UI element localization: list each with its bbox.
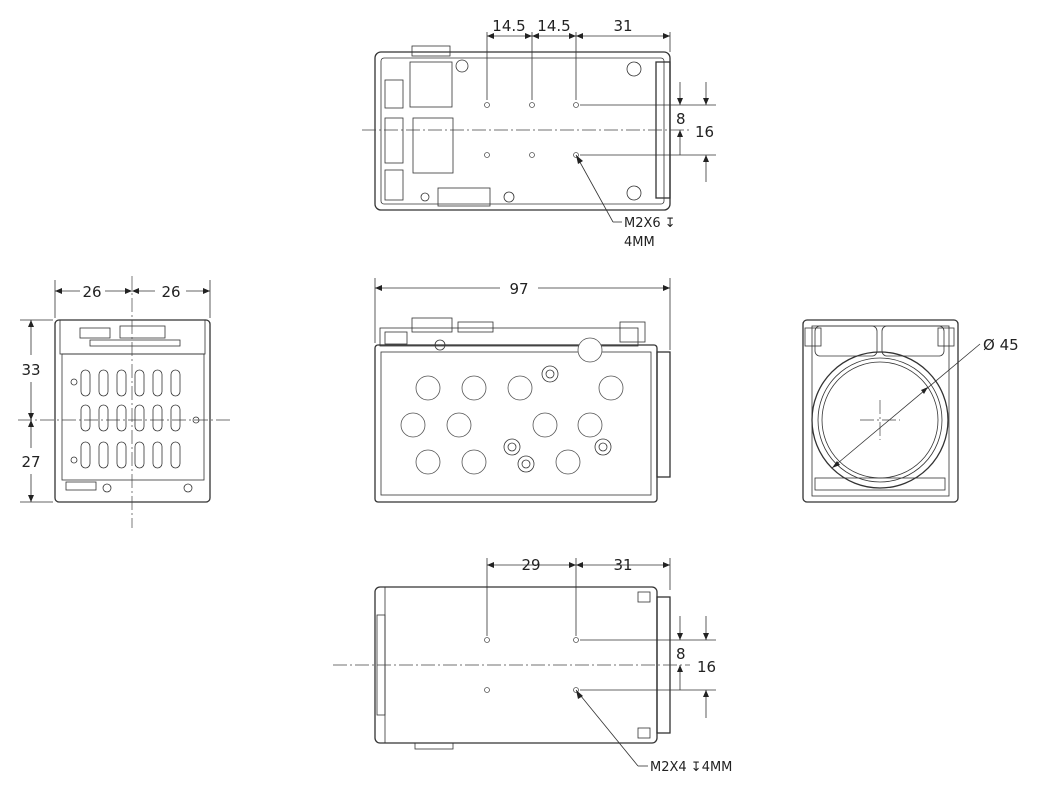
lens-inner-ring — [817, 357, 943, 483]
bottom-mount-hole — [573, 637, 579, 643]
side-holes — [400, 337, 624, 475]
top-pitch-b-label: 14.5 — [537, 17, 570, 35]
mount-hole — [484, 102, 490, 108]
top-half-row-label: 8 — [676, 110, 686, 128]
mount-hole — [529, 102, 535, 108]
lens-diameter-label: Ø 45 — [983, 336, 1019, 354]
front-right-half-label: 26 — [161, 283, 180, 301]
mount-hole — [529, 152, 535, 158]
side-length-label: 97 — [509, 280, 528, 298]
bottom-mount-hole — [484, 687, 490, 693]
front-view: 26 26 33 27 — [18, 276, 232, 528]
bottom-thread-callout: M2X4 ↧4MM — [650, 760, 732, 775]
bottom-view: 29 31 8 16 M2X4 ↧4MM — [333, 556, 732, 775]
top-thread-callout: M2X6 ↧ — [624, 216, 676, 231]
top-view: 14.5 14.5 31 8 16 M2X6 ↧ 4MM — [362, 17, 716, 250]
side-view: 97 — [374, 278, 671, 503]
bottom-half-row-label: 8 — [676, 645, 686, 663]
top-row-span-label: 16 — [695, 123, 714, 141]
front-left-half-label: 26 — [82, 283, 101, 301]
front-upper-height-label: 33 — [21, 361, 40, 379]
top-edge-label: 31 — [613, 17, 632, 35]
top-thread-depth: 4MM — [624, 235, 655, 250]
mount-hole — [573, 102, 579, 108]
bottom-row-span-label: 16 — [697, 658, 716, 676]
bottom-pitch-label: 29 — [521, 556, 540, 574]
mount-hole — [484, 152, 490, 158]
bottom-edge-label: 31 — [613, 556, 632, 574]
lens-view: Ø 45 — [802, 319, 1019, 503]
top-pitch-a-label: 14.5 — [492, 17, 525, 35]
bottom-mount-hole — [484, 637, 490, 643]
front-lower-height-label: 27 — [21, 453, 40, 471]
lens-outer-ring — [811, 351, 949, 489]
vent-slots — [80, 369, 181, 469]
